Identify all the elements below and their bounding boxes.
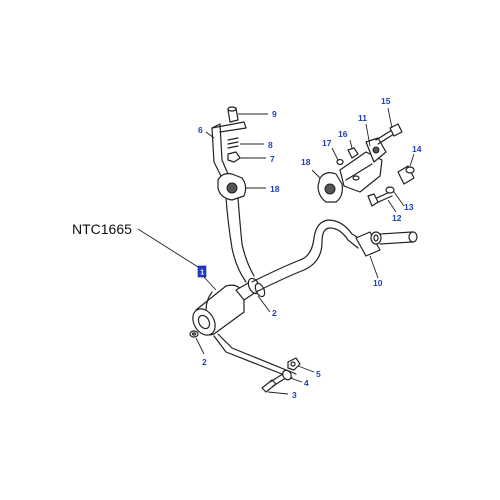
callout-2-upper[interactable]: 2 (272, 308, 277, 318)
front-pipe-section (225, 197, 255, 283)
mounting-bracket-right (339, 137, 387, 193)
callout-3[interactable]: 3 (292, 390, 297, 400)
callout-16[interactable]: 16 (338, 129, 348, 139)
callout-6[interactable]: 6 (198, 125, 203, 135)
rubber-mounting-left (217, 173, 266, 201)
nut (287, 357, 315, 373)
callout-12[interactable]: 12 (392, 213, 402, 223)
rubber-mounting-right (311, 169, 343, 203)
washer-lower (189, 330, 205, 355)
callout-18-left[interactable]: 18 (270, 184, 280, 194)
bolt-12 (367, 191, 397, 213)
callout-13[interactable]: 13 (404, 202, 414, 212)
bracket-bolt-15 (375, 107, 403, 145)
tail-pipe (251, 219, 418, 293)
silencer-muffler (192, 276, 297, 379)
callout-14[interactable]: 14 (412, 144, 422, 154)
callout-8[interactable]: 8 (268, 140, 273, 150)
spring-washer (227, 137, 264, 149)
callout-11[interactable]: 11 (358, 113, 367, 123)
callout-17[interactable]: 17 (322, 138, 332, 148)
spacer-14 (397, 153, 415, 185)
nut-16 (347, 139, 359, 159)
part-number-label: NTC1665 (72, 221, 132, 237)
callout-15[interactable]: 15 (381, 96, 391, 106)
callout-9[interactable]: 9 (272, 109, 277, 119)
callout-2-lower[interactable]: 2 (202, 357, 207, 367)
highlighted-callout-1[interactable]: 1 (197, 265, 207, 278)
hex-nut (227, 151, 266, 163)
hanger-bracket (205, 121, 247, 179)
callout-4[interactable]: 4 (304, 378, 309, 388)
callout-18-right[interactable]: 18 (301, 157, 311, 167)
nut-13 (385, 186, 405, 207)
stud-pin (227, 106, 268, 123)
callout-10[interactable]: 10 (373, 278, 383, 288)
bracket-stud-11 (365, 123, 371, 147)
washer-17 (331, 147, 344, 166)
washer (282, 369, 303, 383)
callout-5[interactable]: 5 (316, 369, 321, 379)
part-number-leader (137, 228, 199, 268)
svg-text:1: 1 (200, 270, 204, 277)
callout-7[interactable]: 7 (270, 154, 275, 164)
